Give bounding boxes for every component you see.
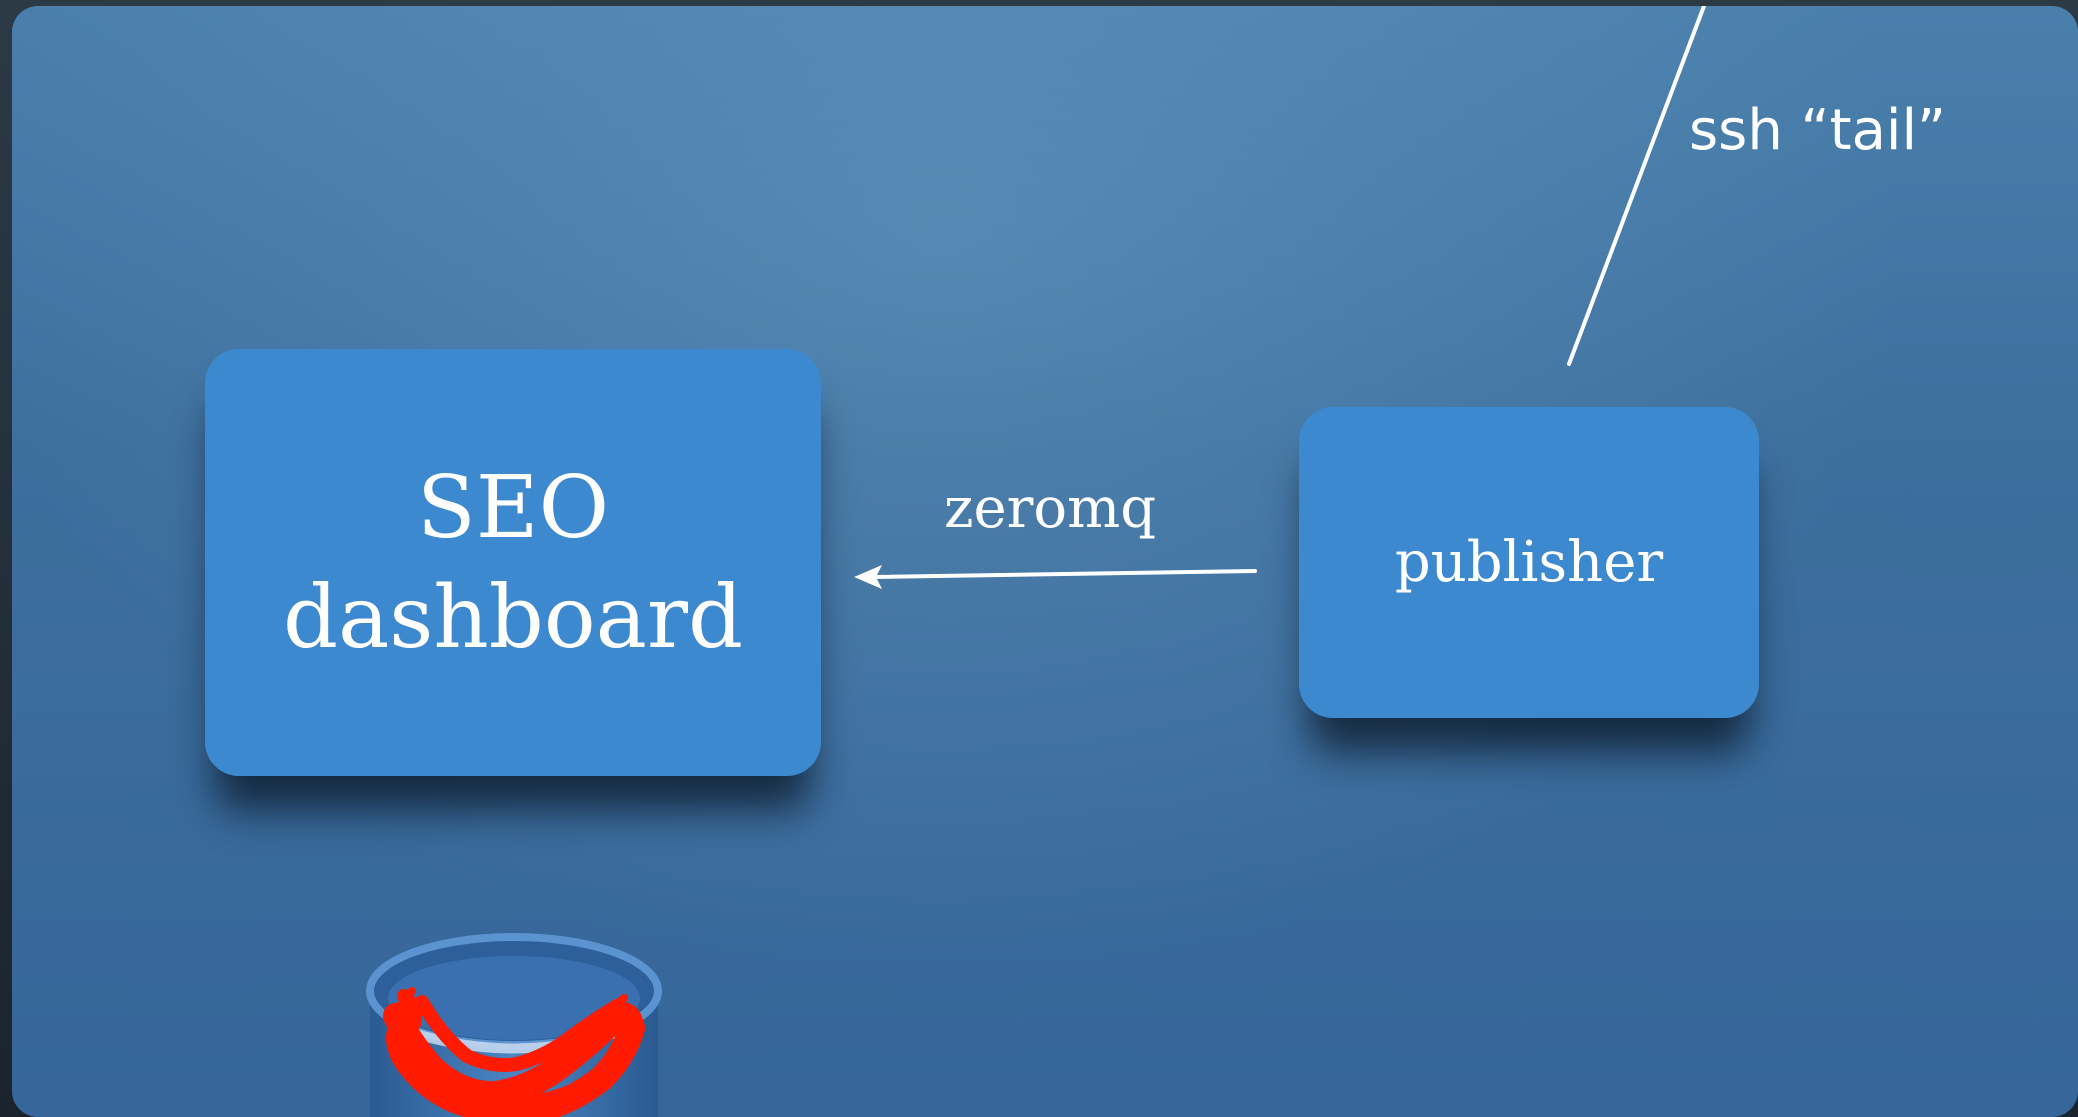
red-scribble-mark [383, 987, 645, 1117]
slide-canvas: SEO dashboard publisher zeromq ssh “tail… [12, 6, 2078, 1117]
zeromq-arrow [854, 565, 1257, 589]
seo-dashboard-label: SEO dashboard [282, 457, 744, 668]
ssh-tail-connector [1567, 6, 1706, 366]
zeromq-edge-label: zeromq [944, 476, 1157, 541]
publisher-node: publisher [1299, 407, 1759, 718]
seo-dashboard-node: SEO dashboard [205, 349, 821, 776]
arrowhead-left-icon [854, 565, 882, 589]
publisher-label: publisher [1394, 529, 1664, 595]
ssh-tail-edge-label: ssh “tail” [1689, 98, 1947, 163]
diagram-connectors [366, 6, 1706, 1117]
